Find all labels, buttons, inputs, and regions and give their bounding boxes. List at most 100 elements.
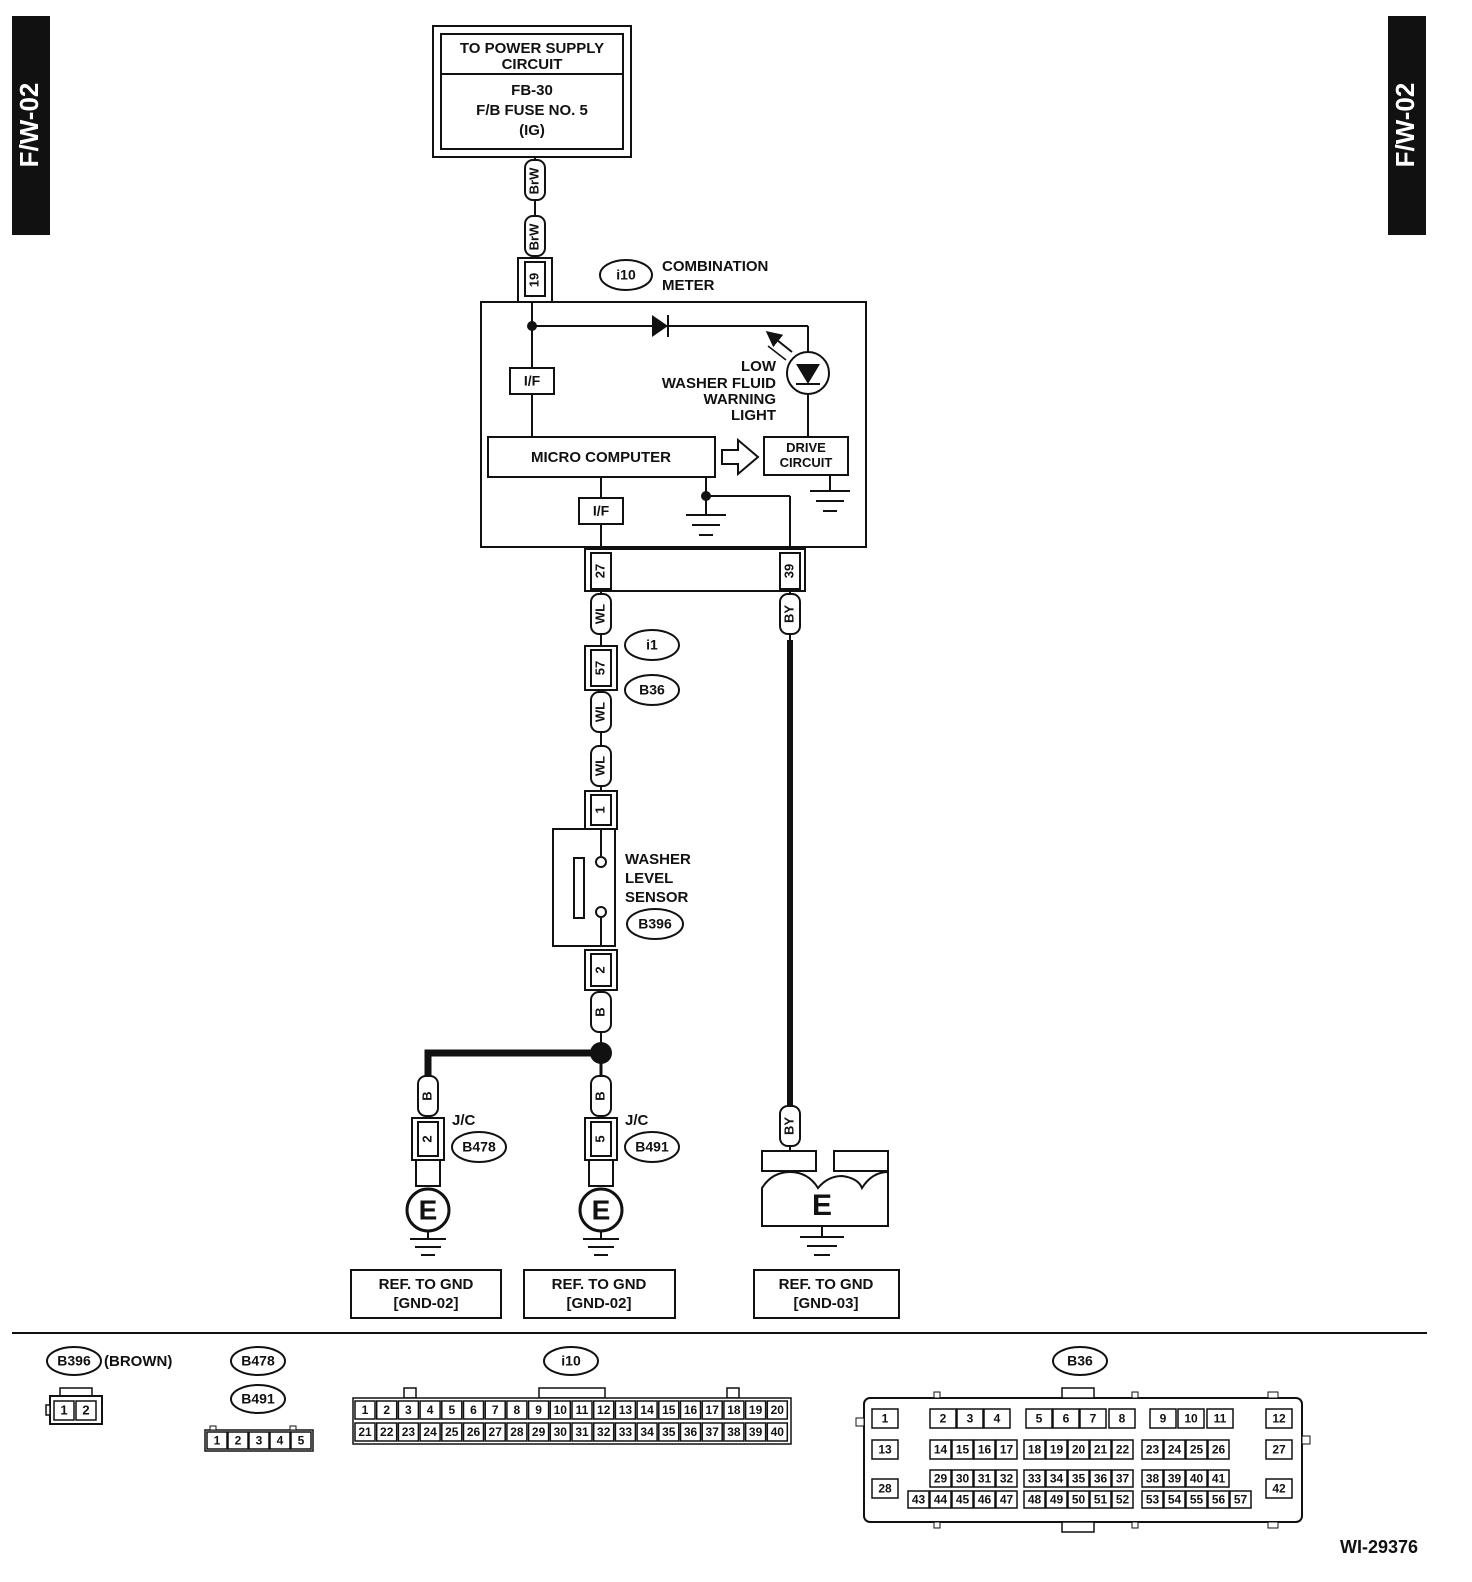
connector-pin-label: 39 bbox=[749, 1425, 763, 1439]
connector-pin-label: 11 bbox=[576, 1403, 589, 1417]
connector-pin-label: 18 bbox=[727, 1403, 741, 1417]
connector-pin-label: 36 bbox=[1094, 1472, 1108, 1486]
connector-pin-label: 23 bbox=[402, 1425, 416, 1439]
combination-meter: LOW WASHER FLUID WARNING LIGHT I/F MICRO… bbox=[480, 301, 867, 548]
connector-pin-label: 52 bbox=[1116, 1493, 1130, 1507]
connector-pin-label: 32 bbox=[1000, 1472, 1014, 1486]
combination-meter-label-2: METER bbox=[662, 277, 715, 294]
page-tab-right: F/W-02 bbox=[1388, 16, 1426, 235]
connector-pin bbox=[636, 1422, 658, 1442]
connector-pin-label: 20 bbox=[1072, 1443, 1086, 1457]
wire-label-wl-1: WL bbox=[590, 593, 612, 635]
connector-pin-label: 10 bbox=[554, 1403, 568, 1417]
connector-pin-label: 23 bbox=[1146, 1443, 1160, 1457]
connector-pin bbox=[1149, 1408, 1177, 1429]
wire-label-brw-2: BrW bbox=[524, 215, 546, 257]
connector-pin-label: 3 bbox=[405, 1403, 412, 1417]
svg-text:[GND-02]: [GND-02] bbox=[566, 1295, 631, 1312]
connector-pin bbox=[658, 1422, 680, 1442]
connector-pin-label: 28 bbox=[510, 1425, 524, 1439]
connector-pin bbox=[1045, 1439, 1068, 1460]
connector-pin-label: 27 bbox=[489, 1425, 503, 1439]
light-label-1: LOW bbox=[741, 358, 777, 375]
svg-text:REF. TO GND: REF. TO GND bbox=[779, 1276, 874, 1293]
drive-label-2: CIRCUIT bbox=[780, 455, 833, 470]
figure-id: WI-29376 bbox=[1340, 1537, 1418, 1557]
connector-pin bbox=[614, 1422, 637, 1442]
connector-pin-label: 53 bbox=[1146, 1493, 1160, 1507]
connector-pin-label: 13 bbox=[619, 1403, 633, 1417]
connector-pin-label: 26 bbox=[467, 1425, 481, 1439]
connector-pin-label: 24 bbox=[423, 1425, 437, 1439]
power-header-1: TO POWER SUPPLY bbox=[460, 40, 604, 57]
connector-pin bbox=[1207, 1469, 1230, 1488]
sensor-label-2: LEVEL bbox=[625, 870, 673, 887]
svg-text:2: 2 bbox=[82, 1402, 89, 1417]
connector-pin bbox=[658, 1400, 680, 1420]
connector-pin-label: 41 bbox=[1212, 1472, 1226, 1486]
connector-pin bbox=[871, 1478, 899, 1499]
micro-computer-label: MICRO COMPUTER bbox=[531, 449, 671, 466]
svg-text:B478: B478 bbox=[462, 1139, 496, 1155]
connector-pin bbox=[1185, 1439, 1208, 1460]
connector-pin bbox=[269, 1431, 291, 1450]
ref-gnd-box-3: REF. TO GND [GND-03] bbox=[753, 1269, 900, 1319]
jc-label-1: J/C bbox=[452, 1112, 476, 1129]
connector-pin-label: 4 bbox=[277, 1434, 284, 1448]
connector-pin bbox=[1141, 1469, 1164, 1488]
connector-pin-label: 2 bbox=[383, 1403, 390, 1417]
connector-pin bbox=[995, 1469, 1018, 1488]
svg-text:REF. TO GND: REF. TO GND bbox=[379, 1276, 474, 1293]
svg-text:BrW: BrW bbox=[526, 223, 541, 250]
svg-text:57: 57 bbox=[592, 661, 607, 675]
connector-pin bbox=[506, 1422, 528, 1442]
svg-text:B36: B36 bbox=[639, 682, 665, 698]
page-tab-left-label: F/W-02 bbox=[14, 83, 44, 168]
connector-pin bbox=[549, 1422, 572, 1442]
connector-pin bbox=[1177, 1408, 1205, 1429]
ground-e-1: E bbox=[419, 1194, 438, 1225]
connector-pin bbox=[929, 1408, 957, 1429]
svg-text:i10: i10 bbox=[616, 267, 636, 283]
svg-text:B36: B36 bbox=[1067, 1353, 1093, 1369]
connector-pin bbox=[1111, 1490, 1134, 1509]
connector-pin-label: 55 bbox=[1190, 1493, 1204, 1507]
connector-pin bbox=[929, 1439, 952, 1460]
svg-text:B396: B396 bbox=[57, 1353, 91, 1369]
connector-pin bbox=[1111, 1469, 1134, 1488]
connector-pin-label: 7 bbox=[492, 1403, 499, 1417]
ground-e-2: E bbox=[592, 1194, 611, 1225]
connector-pin bbox=[1052, 1408, 1080, 1429]
connector-pin-label: 14 bbox=[934, 1443, 948, 1457]
connector-pin bbox=[375, 1422, 398, 1442]
connector-pin bbox=[397, 1422, 420, 1442]
light-label-3: WARNING bbox=[704, 391, 777, 408]
connector-pin-label: 16 bbox=[684, 1403, 698, 1417]
signal-arrow-icon bbox=[721, 437, 760, 477]
connector-pin-label: 1 bbox=[214, 1434, 221, 1448]
connector-pin bbox=[354, 1422, 376, 1442]
connector-pin-label: 12 bbox=[597, 1403, 611, 1417]
pin-19: 19 bbox=[517, 257, 553, 303]
connector-pin-label: 4 bbox=[994, 1412, 1001, 1426]
connector-pin bbox=[248, 1431, 270, 1450]
light-label-2: WASHER FLUID bbox=[662, 375, 776, 392]
connector-pin bbox=[744, 1400, 767, 1420]
connector-pin bbox=[1141, 1439, 1164, 1460]
connector-pin bbox=[723, 1400, 745, 1420]
connector-pin bbox=[1163, 1490, 1186, 1509]
connector-pin bbox=[1089, 1490, 1112, 1509]
svg-text:[GND-02]: [GND-02] bbox=[393, 1295, 458, 1312]
connector-pin-label: 31 bbox=[575, 1425, 589, 1439]
connector-pin-label: 2 bbox=[940, 1412, 947, 1426]
svg-text:WL: WL bbox=[592, 604, 607, 624]
connector-pin bbox=[1185, 1469, 1208, 1488]
connector-pin-label: 56 bbox=[1212, 1493, 1226, 1507]
connector-pin-label: 54 bbox=[1168, 1493, 1182, 1507]
connector-pin-label: 38 bbox=[727, 1425, 741, 1439]
connector-pin bbox=[1163, 1469, 1186, 1488]
b396-color-note: (BROWN) bbox=[104, 1353, 172, 1370]
connector-pin bbox=[527, 1400, 550, 1420]
connector-pin-label: 6 bbox=[1063, 1412, 1070, 1426]
